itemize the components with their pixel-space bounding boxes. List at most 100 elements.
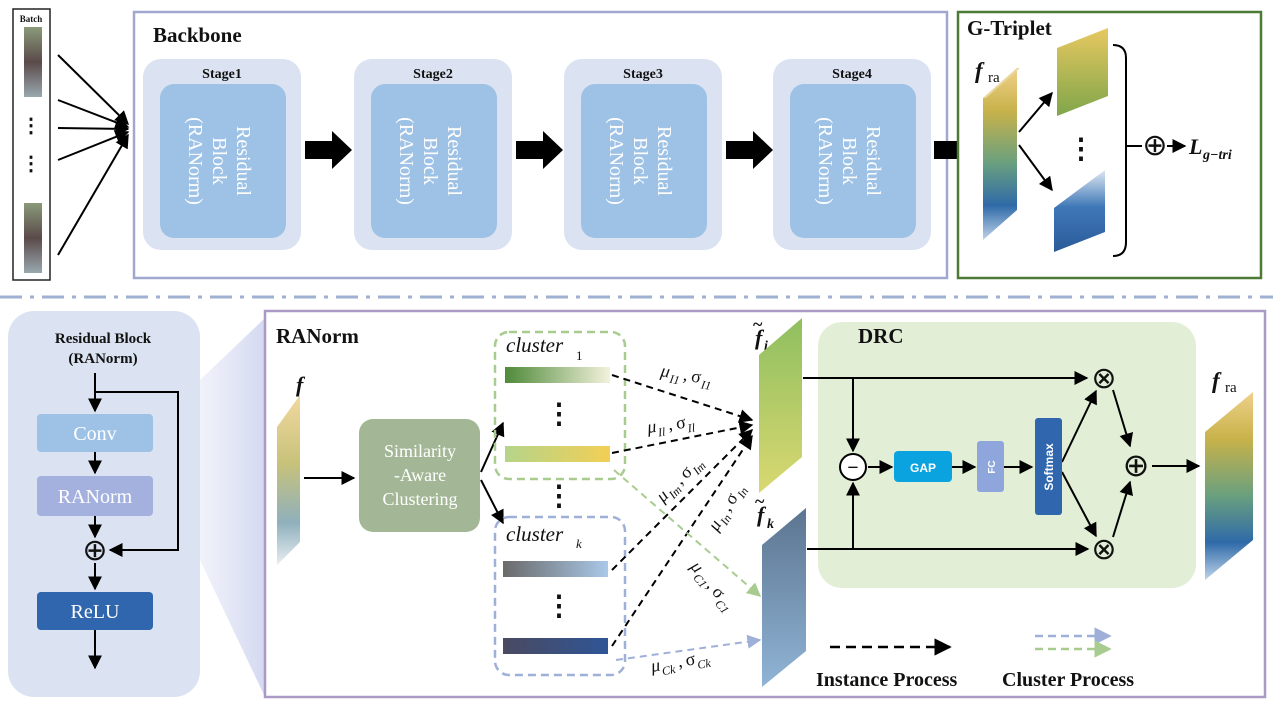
svg-text:,: , [682, 364, 690, 384]
person-image-2 [24, 203, 42, 273]
gtriplet-feature-map [983, 68, 1017, 240]
svg-text:σ: σ [684, 648, 697, 669]
gtriplet-f-sub: ra [988, 70, 1000, 86]
fk-sub: k [767, 517, 774, 532]
conv-box [37, 414, 153, 452]
cluster-1-frame [493, 330, 627, 481]
stage-arrow-1 [305, 131, 352, 169]
residual-arrows [88, 373, 179, 670]
gtriplet-arrows [1018, 44, 1187, 257]
ranorm-panel: RANorm f Similarity -Aware Clustering cl… [263, 309, 1267, 699]
svg-text:I1: I1 [667, 372, 680, 388]
svg-text:C1: C1 [690, 571, 710, 591]
svg-text:μ: μ [658, 360, 671, 381]
stat-il: μ Il , σ Il [645, 412, 697, 440]
drc-box [818, 322, 1196, 588]
backbone-panel: Backbone Stage1 Residual Block (RANorm) … [132, 10, 981, 280]
stat-i1: μ I1 , σ I1 [658, 360, 712, 393]
stage-1: Stage1 Residual Block (RANorm) [143, 59, 301, 250]
batch-label: Batch [20, 14, 43, 24]
cluster-1-feature-a [505, 367, 610, 383]
svg-text:Il: Il [656, 425, 667, 440]
fk-tilde: ~ [755, 491, 765, 511]
svg-text:Ck: Ck [661, 662, 677, 678]
multiply-icon-top: ⊗ [1091, 362, 1116, 395]
minus-icon: − [847, 457, 858, 479]
fk-label: f [757, 502, 767, 527]
stage-2-block-line1: Residual [443, 126, 465, 196]
minus-node [839, 453, 867, 481]
ranorm-label: RANorm [58, 486, 133, 508]
fi-label: f [755, 325, 765, 350]
svg-text:,: , [676, 651, 684, 671]
batch-arrows [57, 54, 130, 256]
cluster-k-dots: ⋮ [545, 591, 573, 622]
stage-arrow-2 [516, 131, 563, 169]
conv-label: Conv [73, 423, 116, 445]
gtriplet-panel: G-Triplet f ra ⋮ ⊕ L g−tri [956, 10, 1263, 280]
svg-text:C1: C1 [712, 597, 732, 617]
relu-box [37, 592, 153, 630]
residual-plus-icon: ⊕ [82, 534, 107, 567]
ranorm-box [37, 476, 153, 516]
stage-4-block [790, 84, 916, 238]
legend: Instance Process Cluster Process [816, 627, 1134, 691]
multiply-icon-bottom: ⊗ [1091, 533, 1116, 566]
stage-1-label: Stage1 [202, 67, 242, 82]
stage-4-label: Stage4 [832, 67, 872, 82]
stage-1-block-line2: Block [208, 137, 230, 185]
person-image-1 [24, 27, 42, 97]
stage-4-block-line1: Residual [862, 126, 884, 196]
cluster-k-feature-a [503, 561, 608, 577]
stage-2-block-line3: (RANorm) [395, 117, 417, 205]
sac-line1: Similarity [384, 441, 456, 461]
stage-2-block [371, 84, 497, 238]
gtriplet-loss: L [1188, 134, 1202, 159]
gtriplet-bottom-map [1054, 170, 1105, 252]
batch-panel: Batch ⋮ ⋮ [12, 8, 130, 281]
stage-1-block [160, 84, 286, 238]
ranorm-title: RANorm [276, 324, 359, 348]
stage-4-block-line3: (RANorm) [814, 117, 836, 205]
sac-line3: Clustering [383, 489, 458, 509]
cluster-arrow-c1 [613, 469, 762, 597]
residual-block-panel: Residual Block (RANorm) Conv RANorm ReLU… [8, 311, 265, 697]
stage-arrow-3 [726, 131, 773, 169]
fi-feature-map [759, 318, 802, 493]
batch-dots-1: ⋮ [21, 115, 41, 137]
zoom-beam [200, 318, 265, 697]
output-f-sub: ra [1225, 380, 1237, 396]
cluster-k-frame [493, 515, 627, 677]
gtriplet-f: f [975, 58, 985, 83]
batch-dots-2: ⋮ [21, 153, 41, 175]
gtriplet-top-map [1057, 28, 1108, 116]
stage-3-block-line2: Block [629, 137, 651, 185]
svg-text:Ck: Ck [696, 656, 712, 672]
gtriplet-dots: ⋮ [1067, 134, 1095, 165]
svg-text:μ: μ [648, 655, 661, 676]
svg-text:I1: I1 [699, 377, 712, 393]
sac-arrows [480, 421, 505, 525]
gtriplet-loss-sub: g−tri [1202, 148, 1232, 163]
svg-text:μ: μ [645, 416, 658, 437]
cluster-1-label: cluster [506, 333, 564, 357]
residual-block-title-line2: (RANorm) [68, 351, 137, 367]
relu-label: ReLU [71, 601, 120, 623]
stage-3-block [581, 84, 707, 238]
stage-4: Stage4 Residual Block (RANorm) [773, 59, 931, 250]
svg-text:σ: σ [690, 366, 703, 387]
ranorm-input-f: f [296, 372, 306, 397]
fc-box [977, 441, 1004, 492]
residual-block-title-line1: Residual Block [55, 331, 152, 347]
drc-plus-icon: ⊕ [1123, 447, 1150, 483]
cluster-1-sub: 1 [576, 348, 583, 363]
legend-instance: Instance Process [816, 669, 957, 691]
stage-3-label: Stage3 [623, 67, 663, 82]
legend-cluster: Cluster Process [1002, 669, 1134, 691]
instance-arrows [611, 374, 754, 647]
gap-label: GAP [910, 461, 936, 475]
stage-2: Stage2 Residual Block (RANorm) [354, 59, 512, 250]
fc-label: FC [987, 460, 998, 473]
gtriplet-plus-icon: ⊕ [1142, 129, 1167, 162]
